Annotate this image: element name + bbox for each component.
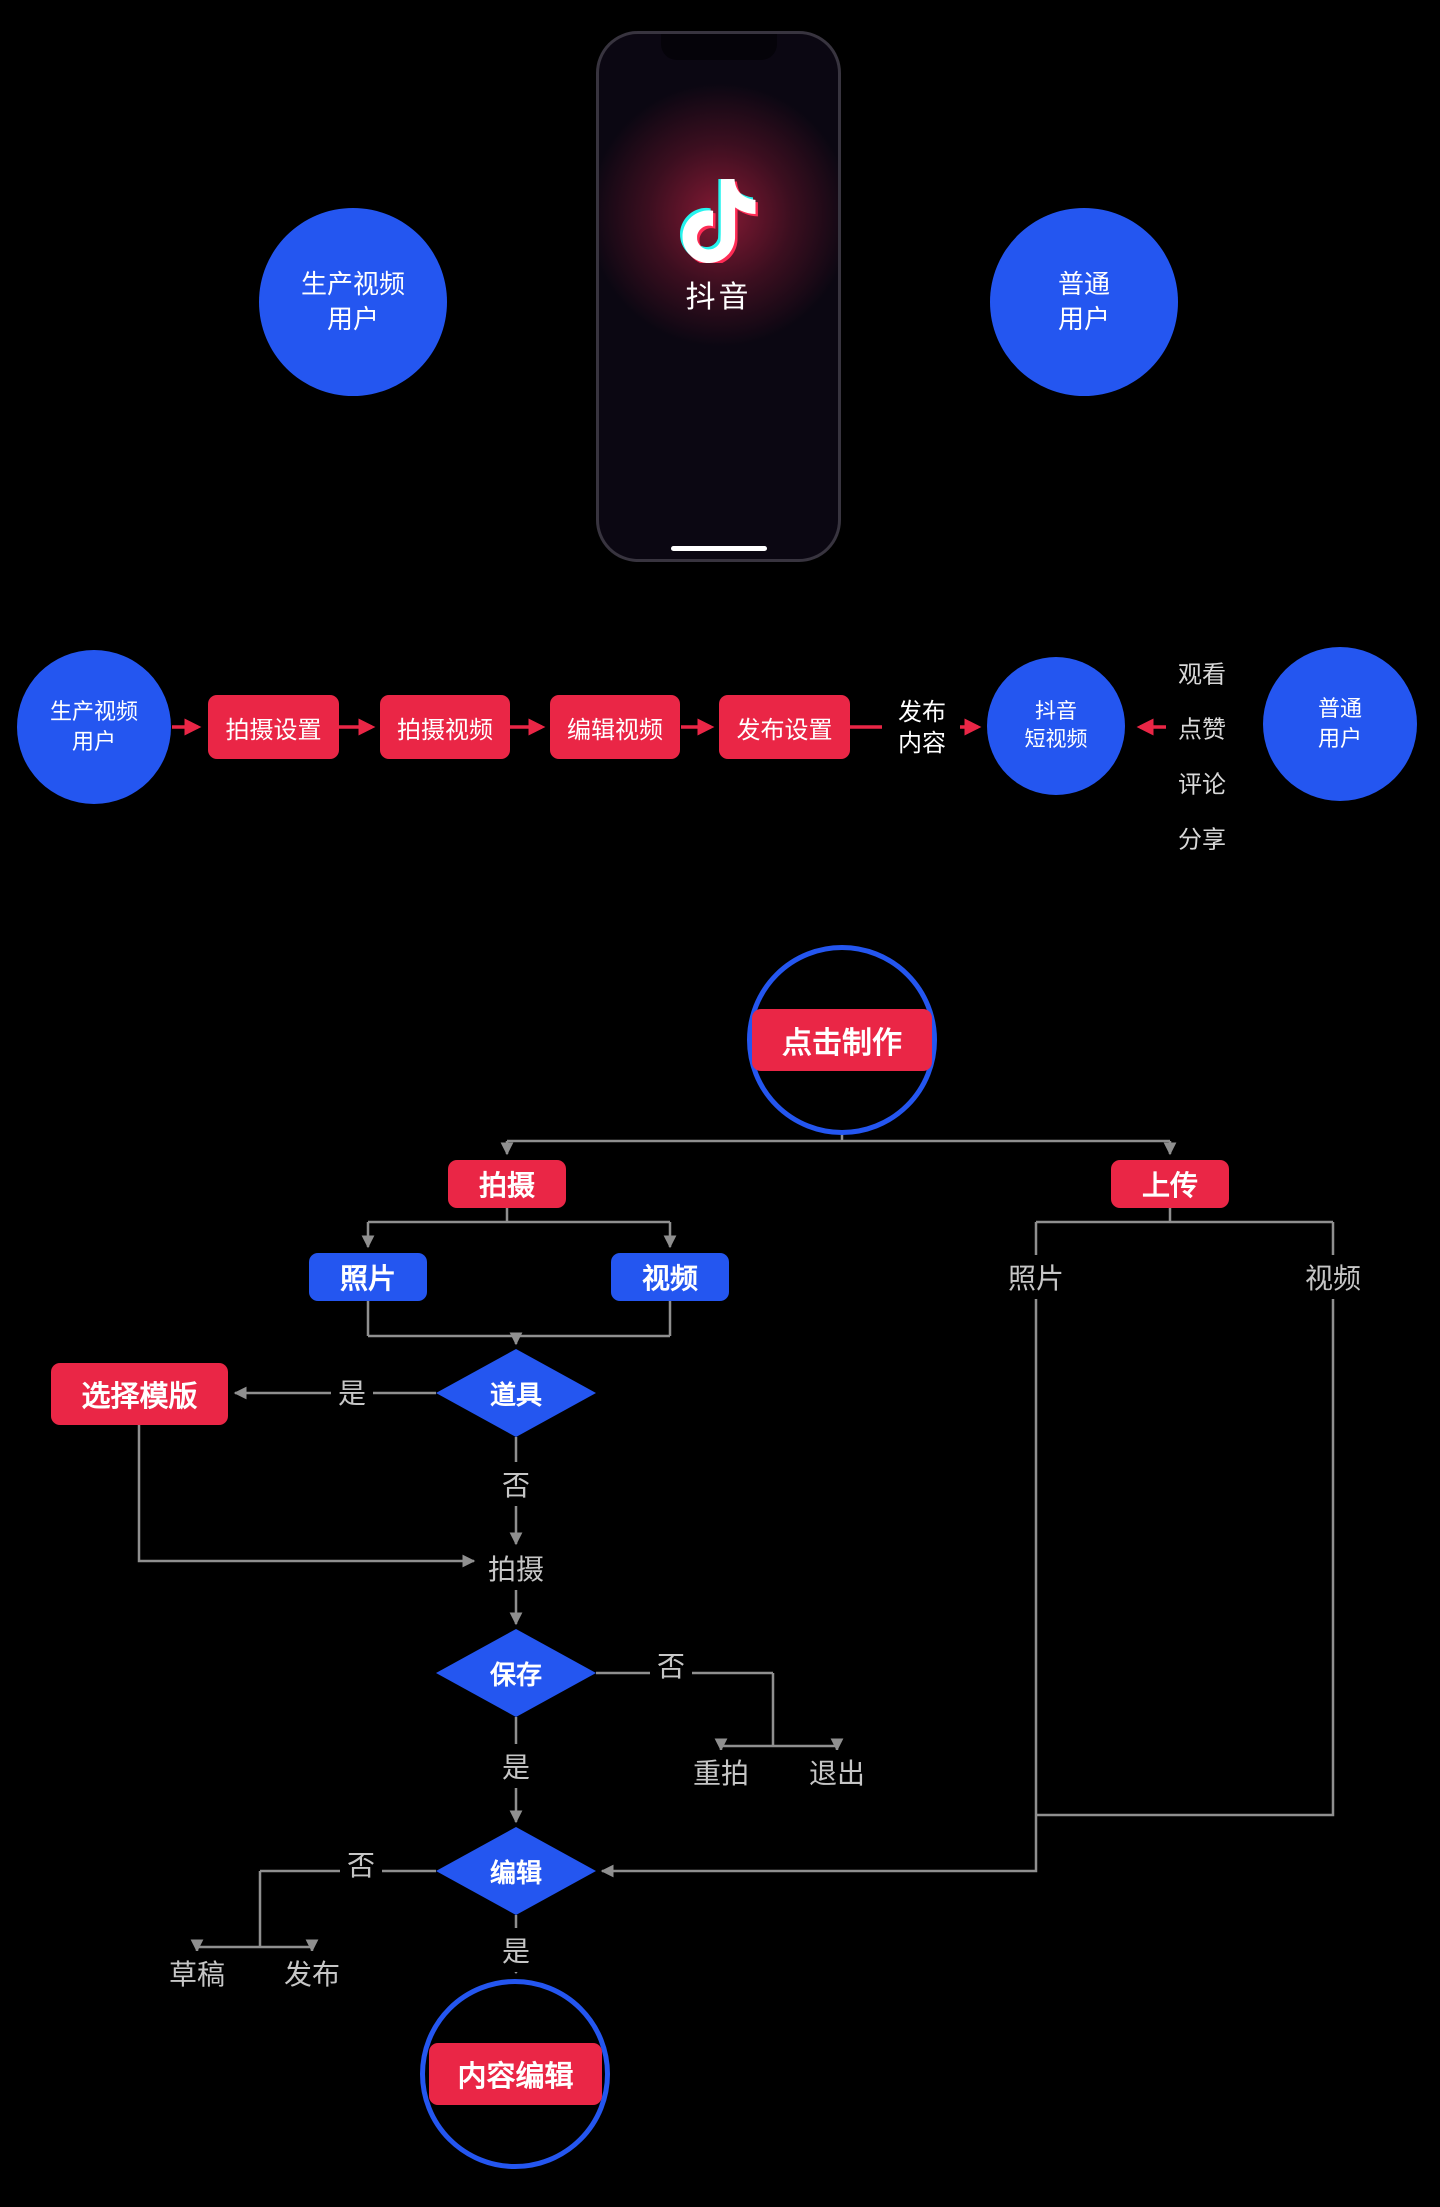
no-label-3: 否 [339,1842,383,1886]
phone-mockup: 抖音 [596,31,841,562]
action-watch: 观看 [1172,653,1232,691]
no-label-2: 否 [649,1643,693,1687]
producer-node-line1: 生产视频 [49,699,138,725]
publish-line2: 内容 [898,730,946,757]
yes-label-1: 是 [330,1370,374,1414]
upload-photo-label: 照片 [1000,1255,1072,1299]
shoot-node: 拍摄 [448,1160,566,1208]
upload-node: 上传 [1111,1160,1229,1208]
upload-video-label: 视频 [1297,1255,1369,1299]
step-publish-settings: 发布设置 [719,695,850,759]
publish-content-label: 发布 内容 [884,697,960,759]
end-ring [420,1979,610,2169]
douyin-node-line1: 抖音 [1035,699,1077,723]
yes-label-2: 是 [494,1744,538,1788]
ordinary-users-circle: 普通 用户 [990,208,1178,396]
exit-label: 退出 [801,1750,873,1794]
producer-node: 生产视频 用户 [17,650,171,804]
shoot-photo-node: 照片 [309,1253,427,1301]
publish-label: 发布 [276,1951,348,1995]
home-indicator [670,546,767,551]
retake-label: 重拍 [685,1750,757,1794]
action-like: 点赞 [1172,708,1232,746]
publish-line1: 发布 [898,698,946,726]
douyin-node: 抖音 短视频 [987,657,1125,795]
content-edit-node: 内容编辑 [429,2043,602,2105]
draft-label: 草稿 [161,1951,233,1995]
yes-label-3: 是 [494,1928,538,1972]
producer-node-line2: 用户 [71,729,116,754]
action-comment: 评论 [1172,763,1232,801]
ordinary-users-line1: 普通 [1057,268,1110,299]
douyin-logo-icon [679,179,758,263]
action-share: 分享 [1172,818,1232,856]
producer-users-line2: 用户 [326,304,379,334]
app-name: 抖音 [685,281,752,314]
ordinary-users-line2: 用户 [1057,304,1110,334]
producer-users-circle: 生产视频 用户 [259,208,447,396]
step-shoot-video: 拍摄视频 [380,695,510,759]
start-node: 点击制作 [752,1009,932,1071]
step-shoot-settings: 拍摄设置 [208,695,339,759]
no-label-1: 否 [494,1462,538,1506]
consumer-node-line2: 用户 [1317,726,1362,751]
phone-notch [660,34,777,60]
producer-users-line1: 生产视频 [300,268,405,299]
douyin-node-line2: 短视频 [1024,728,1088,751]
capture-label: 拍摄 [480,1546,552,1590]
consumer-node-line1: 普通 [1317,696,1362,722]
start-ring [747,945,937,1135]
shoot-video-node: 视频 [611,1253,729,1301]
step-edit-video: 编辑视频 [550,695,680,759]
consumer-node: 普通 用户 [1263,647,1417,801]
choose-template-node: 选择模版 [51,1363,228,1425]
